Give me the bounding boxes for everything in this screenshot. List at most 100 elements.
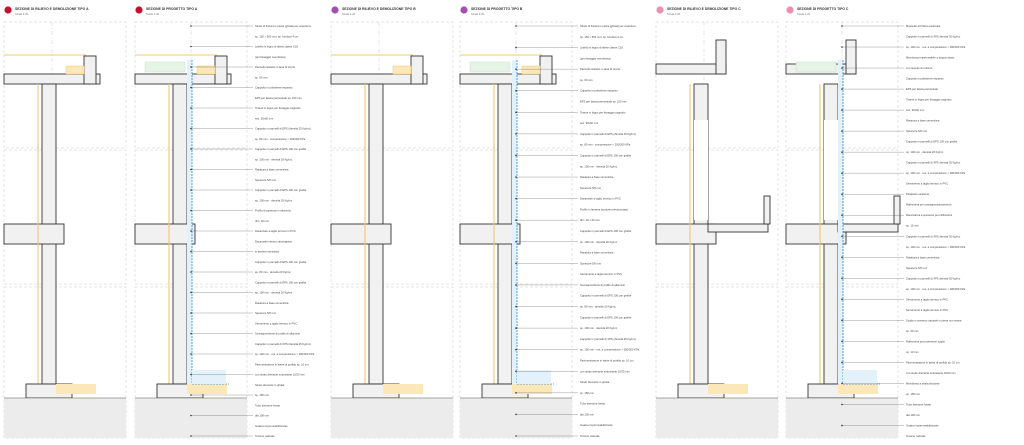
section-panel: SEZIONE DI RILIEVO E DEMOLIZIONE TIPO CS… [655, 6, 779, 439]
leader-dot [515, 262, 517, 265]
annotation-label: sp. 100 mm - densità 20 Kg/mc [255, 157, 293, 161]
insulation-coat [838, 60, 843, 384]
leader-dot [841, 172, 843, 174]
leader-dot [190, 332, 192, 335]
leader-dot [515, 413, 517, 416]
leader-dot [841, 214, 843, 217]
annotation-label: Rasatura a base cementizia [580, 251, 614, 255]
annotation-label: sez. 30x60 mm [580, 121, 599, 125]
intermediate-slab [134, 223, 196, 245]
annotation-label: Rasatura a base cementizia [906, 119, 940, 123]
annotation-label: Raffrontina per protezione soglia [906, 339, 945, 343]
leader-dot [515, 305, 517, 308]
leader-dot [190, 373, 192, 376]
annotation-label: Rasatura a base cementizia [255, 301, 289, 305]
balcony-slab [837, 223, 899, 233]
annotation-label: Davanzale a taglio termico in PVC [580, 197, 621, 201]
annotation-label: dia 100 mm [580, 412, 595, 416]
leader-dot [841, 361, 843, 364]
annotation-label: Spessore 5/6 mm [906, 266, 928, 270]
band-frame [330, 286, 454, 439]
leader-dot [515, 327, 517, 329]
parapet [539, 55, 553, 85]
annotation-label: Strato drenante in ghiaia [255, 383, 285, 387]
annotation-label: Tubo drenante forato [255, 403, 281, 407]
leader-dot [515, 111, 517, 114]
terrace-slab [655, 63, 727, 75]
terrace-upstand [715, 39, 727, 75]
annotation-label: Guaina impermeabilizzante [906, 423, 939, 427]
annotation-label: Strato di finitura in pietra (ghiaia) pe… [580, 24, 636, 28]
panel-title: SEZIONE DI PROGETTO TIPO A [146, 7, 198, 11]
leader-dot [190, 435, 192, 437]
annotation-label: sp. 30 mm [906, 329, 919, 333]
annotation-label: sp. 80 mm - compressione > 200/300 KPa [580, 143, 631, 147]
leader-dot [841, 130, 843, 132]
panel-title: SEZIONE DI PROGETTO TIPO C [797, 7, 849, 11]
ground-fill [4, 398, 126, 438]
intermediate-slab [3, 223, 65, 245]
band-frame [330, 149, 454, 285]
annotation-label: sp. 100 mm - res. a compressione > 200/3… [255, 352, 315, 356]
annotation-label: Pavimentazione in lastre di porfido sp. … [906, 360, 960, 364]
annotation-label: Cappotto in pannelli di XPS (densità 25 … [255, 342, 311, 346]
leader-dot [515, 219, 517, 222]
leader-dot [515, 392, 517, 394]
annotation-label: Tubo drenante forato [580, 402, 606, 406]
annotation-label: con tessuto di rinforzo [906, 66, 933, 70]
band-frame [655, 286, 779, 439]
leader-dot [190, 86, 192, 89]
annotation-label: sp. 60 mm [255, 75, 268, 79]
leader-dot [841, 424, 843, 427]
parapet [214, 55, 228, 85]
annotation-label: Strato di finitura in pietra (ghiaia) pe… [255, 24, 311, 28]
annotation-label: sp. 60 mm [580, 78, 593, 82]
green-roof-layer [795, 61, 837, 73]
annotation-label: Strato drenante in ghiaia [580, 380, 610, 384]
annotation-label: sp. 100 mm - densità 20 Kg/mc [906, 150, 944, 154]
leader-dot [515, 370, 517, 373]
waterproof-membrane [842, 60, 880, 385]
insulation-coat [512, 60, 517, 384]
annotation-label: Cappotto in pannelli di XPS (densità 25 … [580, 337, 636, 341]
annotation-label: sp. 10 mm [906, 224, 919, 228]
intermediate-slab [459, 223, 521, 245]
leader-dot [841, 298, 843, 301]
annotation-label: Raffrontina per sovrapposizionamento [906, 203, 952, 207]
annotation-label: dia 100 mm [906, 413, 921, 417]
window-opening [694, 120, 708, 220]
leader-dot [190, 107, 192, 109]
leader-dot [841, 382, 843, 385]
annotation-label: Listello in legno di abete classe C18 [255, 45, 298, 49]
band-frame [330, 21, 454, 149]
annotation-label: Cappotto in pannelli di EPS 100 con graf… [580, 294, 632, 298]
leader-dot [841, 235, 843, 238]
annotation-label: Spessore 5/6 mm [906, 129, 928, 133]
annotation-label: in lamiera verniciata [255, 250, 279, 254]
ground-fill [460, 398, 572, 438]
base-insulation [843, 370, 877, 384]
annotation-label: EPS per fascia perimetrale [906, 87, 938, 91]
leader-dot [515, 46, 517, 49]
band-frame [3, 286, 127, 439]
leader-dot [515, 348, 517, 351]
waterproof-membrane [191, 60, 229, 385]
type-marker-dot [331, 6, 339, 14]
leader-dot [190, 66, 192, 68]
leader-dot [841, 88, 843, 90]
annotation-label: sp. 100 mm - res. a compressione > 200/3… [906, 287, 966, 291]
annotation-label: Davanzale interno cartongesso [255, 239, 293, 243]
annotation-label: (per fissaggio membrana) [255, 55, 286, 59]
leader-dot [190, 394, 192, 396]
panel-scale: Scala 1:20 [342, 12, 356, 16]
annotation-label: Spessore 5/6 mm [580, 261, 602, 265]
annotation-label: Membrana impermeabile a doppio strato [906, 56, 955, 60]
leader-dot [190, 250, 192, 253]
panel-scale: Scala 1:20 [471, 12, 485, 16]
annotation-label: sp. 100 mm - densità 20 Kg/mc [580, 326, 618, 330]
panel-title: SEZIONE DI PROGETTO TIPO B [471, 7, 523, 11]
annotation-label: sp. 100 mm - res. a compressione > 200/3… [906, 245, 966, 249]
annotation-label: sp. 150 ÷ 500 mm; sp. bordura 4 cm [255, 34, 299, 38]
